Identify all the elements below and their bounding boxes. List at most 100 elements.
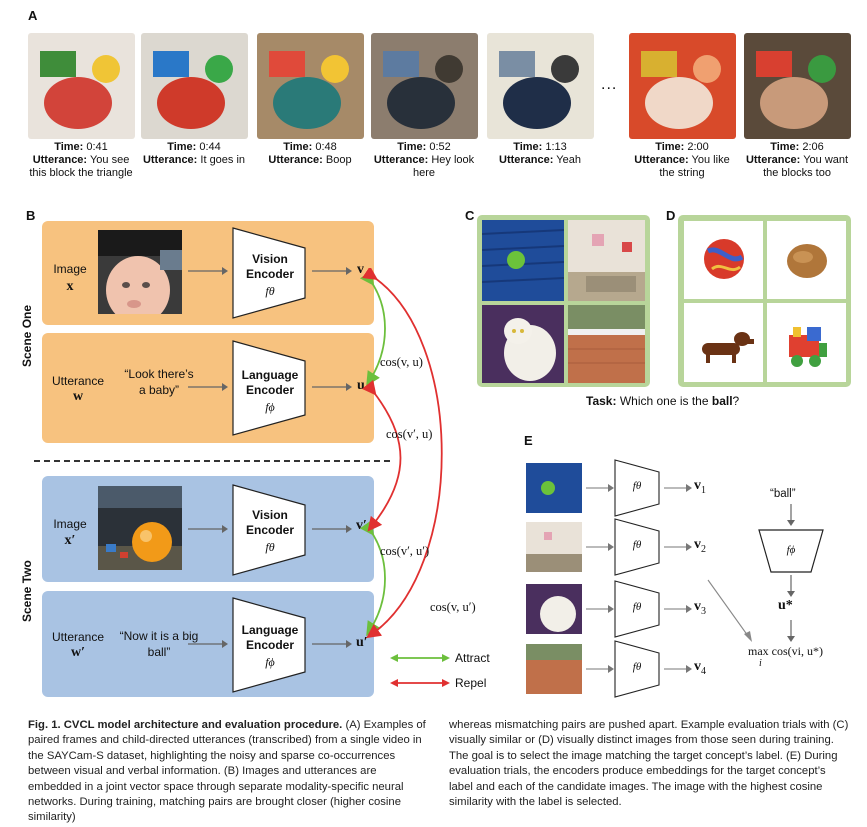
attract-legend-label: Attract — [455, 651, 490, 665]
candidate-embedding: v2 — [694, 537, 706, 555]
image-prime-input-label: Image — [53, 517, 87, 531]
image-prime-input-var: x′ — [64, 533, 76, 548]
candidate-image — [526, 522, 582, 572]
vision-encoder-2-label: Vision Encoder — [245, 508, 294, 537]
distinct-toy-train-image — [767, 303, 846, 382]
language-encoder-2-func: fϕ — [265, 655, 275, 669]
utterance-quote: “Look there’s a baby” — [124, 367, 194, 397]
frame-time: Time: 0:44 — [167, 141, 221, 153]
u-star: u* — [778, 598, 793, 613]
utterance-prime-input-label: Utterance — [51, 630, 105, 644]
output-v: v — [357, 262, 364, 277]
arrow-icon — [586, 540, 614, 559]
attract-legend-arrow — [390, 654, 450, 662]
distinct-dog-image — [684, 303, 763, 382]
candidate-encoder-func: fθ — [632, 601, 642, 613]
scene-separator — [34, 460, 390, 462]
frame-utterance: Utterance: You want the blocks too — [745, 154, 849, 179]
frame-time: Time: 1:13 — [513, 141, 567, 153]
candidate-encoder — [614, 640, 660, 703]
arrow-icon — [586, 602, 614, 621]
ellipsis: ... — [601, 76, 618, 93]
frame-time: Time: 2:06 — [770, 141, 824, 153]
selection-arrow — [707, 579, 752, 642]
ball-image — [98, 486, 182, 570]
similar-cat-image — [482, 305, 564, 383]
candidate-image — [526, 463, 582, 513]
utterance-prime-quote: “Now it is a big ball” — [119, 629, 199, 659]
language-encoder-2-label: Language Encoder — [241, 623, 299, 652]
scene-one-utterance-row — [42, 333, 374, 443]
baby-image — [98, 230, 182, 314]
candidate-encoder-func: fθ — [632, 661, 642, 673]
arrow-icon — [664, 662, 692, 681]
video-frame — [487, 33, 594, 139]
frame-time: Time: 0:41 — [54, 141, 108, 153]
query-encoder-func: fϕ — [786, 544, 796, 556]
frame-time: Time: 0:48 — [283, 141, 337, 153]
max-subscript: i — [759, 658, 762, 669]
arrow-icon — [586, 481, 614, 500]
frame-utterance: Utterance: Hey look here — [373, 154, 475, 179]
candidate-encoder — [614, 459, 660, 522]
candidate-encoder — [614, 518, 660, 581]
cos-v-uprime: cos(v, u′) — [430, 600, 476, 614]
video-frame — [257, 33, 364, 139]
similar-patio-image — [568, 305, 645, 383]
candidate-image — [526, 584, 582, 634]
similar-room-image — [568, 220, 645, 301]
distinct-bread-image — [767, 221, 846, 299]
distinct-ball-image — [684, 221, 763, 299]
video-frame — [744, 33, 851, 139]
candidate-encoder-func: fθ — [632, 480, 642, 492]
similar-ball-image — [482, 220, 564, 301]
repel-legend-label: Repel — [455, 676, 487, 690]
task-text: Task: Which one is the ball? — [586, 394, 740, 408]
query-label: “ball” — [770, 488, 796, 500]
vision-encoder-func: fθ — [265, 284, 275, 298]
candidate-embedding: v1 — [694, 478, 706, 496]
candidate-embedding: v3 — [694, 599, 706, 617]
scene-one-image-row — [42, 221, 374, 325]
frame-utterance: Utterance: You like the string — [634, 154, 730, 179]
video-frame — [371, 33, 478, 139]
caption-left: Fig. 1. CVCL model architecture and eval… — [28, 719, 426, 824]
frame-utterance: Utterance: It goes in — [142, 154, 246, 166]
output-u-prime: u′ — [356, 635, 368, 650]
similarity-arcs — [360, 268, 443, 639]
utterance-input-var: w — [72, 389, 84, 404]
video-frame — [28, 33, 135, 139]
max-expression: max cos(vi, u*) — [748, 644, 823, 658]
frame-utterance: Utterance: Yeah — [499, 154, 581, 166]
arrow-icon — [664, 481, 692, 500]
language-encoder-func: fϕ — [265, 400, 275, 414]
cos-vprime-uprime: cos(v′, u′) — [380, 544, 430, 558]
image-input-var: x — [66, 279, 74, 294]
cos-vprime-u: cos(v′, u) — [386, 427, 433, 441]
arrow-icon — [664, 540, 692, 559]
caption-right: whereas mismatching pairs are pushed apa… — [449, 719, 849, 809]
image-input-label: Image — [53, 262, 87, 276]
vision-encoder-2-func: fθ — [265, 540, 275, 554]
video-frame — [141, 33, 248, 139]
panel-b-letter: B — [26, 208, 36, 223]
utterance-prime-input-var: w′ — [70, 645, 86, 660]
candidate-embedding: v4 — [694, 659, 706, 677]
frame-time: Time: 2:00 — [655, 141, 709, 153]
panel-e-letter: E — [524, 433, 533, 448]
frame-utterance: Utterance: Boop — [268, 154, 352, 166]
frame-time: Time: 0:52 — [397, 141, 451, 153]
scene-one-label: Scene One — [20, 304, 34, 367]
repel-legend-arrow — [390, 679, 450, 687]
arrow-icon — [586, 662, 614, 681]
frame-utterance: Utterance: You see this block the triang… — [29, 154, 133, 179]
vision-encoder-label: Vision Encoder — [245, 252, 294, 281]
video-frame — [629, 33, 736, 139]
candidate-image — [526, 644, 582, 694]
